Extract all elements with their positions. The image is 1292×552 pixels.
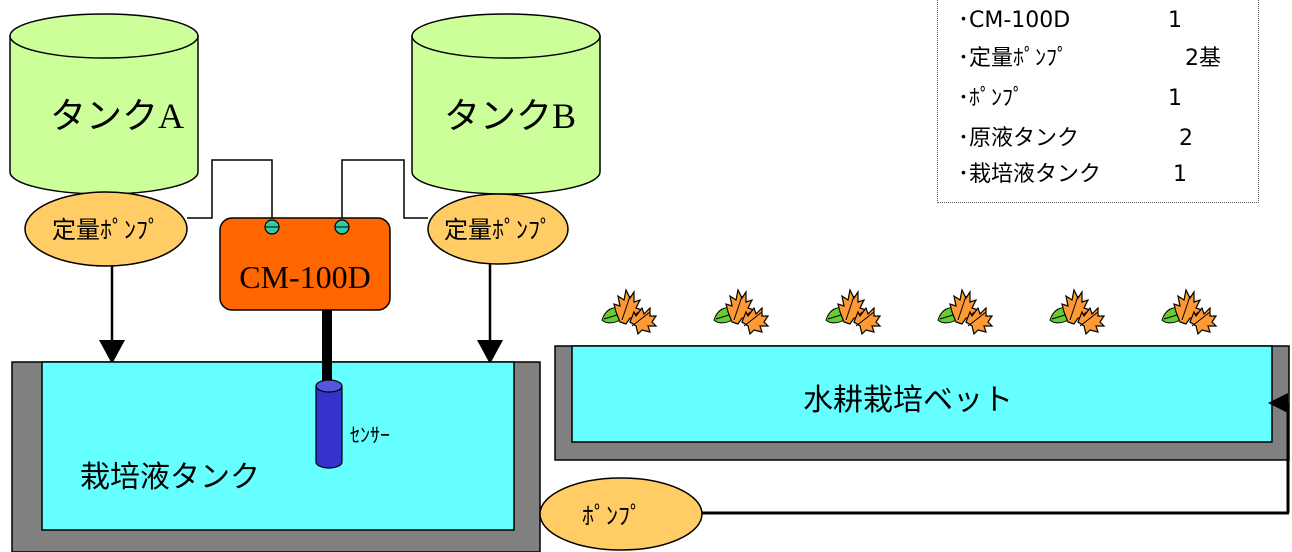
legend-item-qty: 2基 [1185, 46, 1221, 71]
sensor-label: ｾﾝｻｰ [350, 423, 390, 447]
hydroponic-bed-label: 水耕栽培ベット [803, 383, 1013, 418]
legend-item-name: ･定量ﾎﾟﾝﾌﾟ [958, 46, 1069, 71]
dosing-pump-right-label: 定量ﾎﾟﾝﾌﾟ [444, 216, 552, 244]
signal-wires [187, 159, 428, 219]
plant-icon [825, 289, 881, 335]
plant-icon [1049, 289, 1105, 335]
plant-icon [601, 289, 657, 335]
circulation-pump-label: ﾎﾟﾝﾌﾟ [582, 502, 642, 530]
plant-icon [1161, 289, 1217, 335]
plant-icon [713, 289, 769, 335]
equipment-legend: ･CM-100D 1 ･定量ﾎﾟﾝﾌﾟ 2基 ･ﾎﾟﾝﾌﾟ 1 ･原液タンク 2… [937, 0, 1259, 203]
tank-a-label: タンクA [50, 96, 184, 136]
legend-item-name: ･ﾎﾟﾝﾌﾟ [958, 86, 1025, 111]
dosing-pump-left-label: 定量ﾎﾟﾝﾌﾟ [52, 216, 160, 244]
legend-item-qty: 1 [1168, 86, 1182, 111]
controller-cm100d: CM-100D [219, 217, 391, 311]
legend-item-name: ･栽培液タンク [958, 162, 1102, 187]
return-line [700, 393, 1290, 515]
plants-row [601, 289, 1217, 335]
dosing-pump-left: 定量ﾎﾟﾝﾌﾟ [24, 191, 188, 267]
legend-item-name: ･原液タンク [958, 126, 1080, 151]
nutrient-tank-label: 栽培液タンク [80, 460, 260, 495]
controller-label: CM-100D [239, 259, 371, 295]
legend-item-qty: 2 [1179, 126, 1193, 151]
hydroponic-bed: 水耕栽培ベット [554, 345, 1290, 461]
circulation-pump: ﾎﾟﾝﾌﾟ [539, 477, 703, 551]
nutrient-tank: 栽培液タンク [11, 361, 541, 552]
tank-b: タンクB [411, 13, 601, 195]
legend-item-name: ･CM-100D [958, 8, 1071, 33]
tank-b-label: タンクB [444, 96, 576, 136]
sensor-probe: ｾﾝｻｰ [315, 379, 390, 469]
dosing-pump-right: 定量ﾎﾟﾝﾌﾟ [427, 193, 569, 265]
legend-item-qty: 1 [1168, 8, 1182, 33]
legend-item-qty: 1 [1173, 162, 1187, 187]
tank-a: タンクA [9, 13, 199, 195]
sensor-cable [322, 308, 332, 382]
plant-icon [937, 289, 993, 335]
flow-arrows [99, 264, 503, 364]
